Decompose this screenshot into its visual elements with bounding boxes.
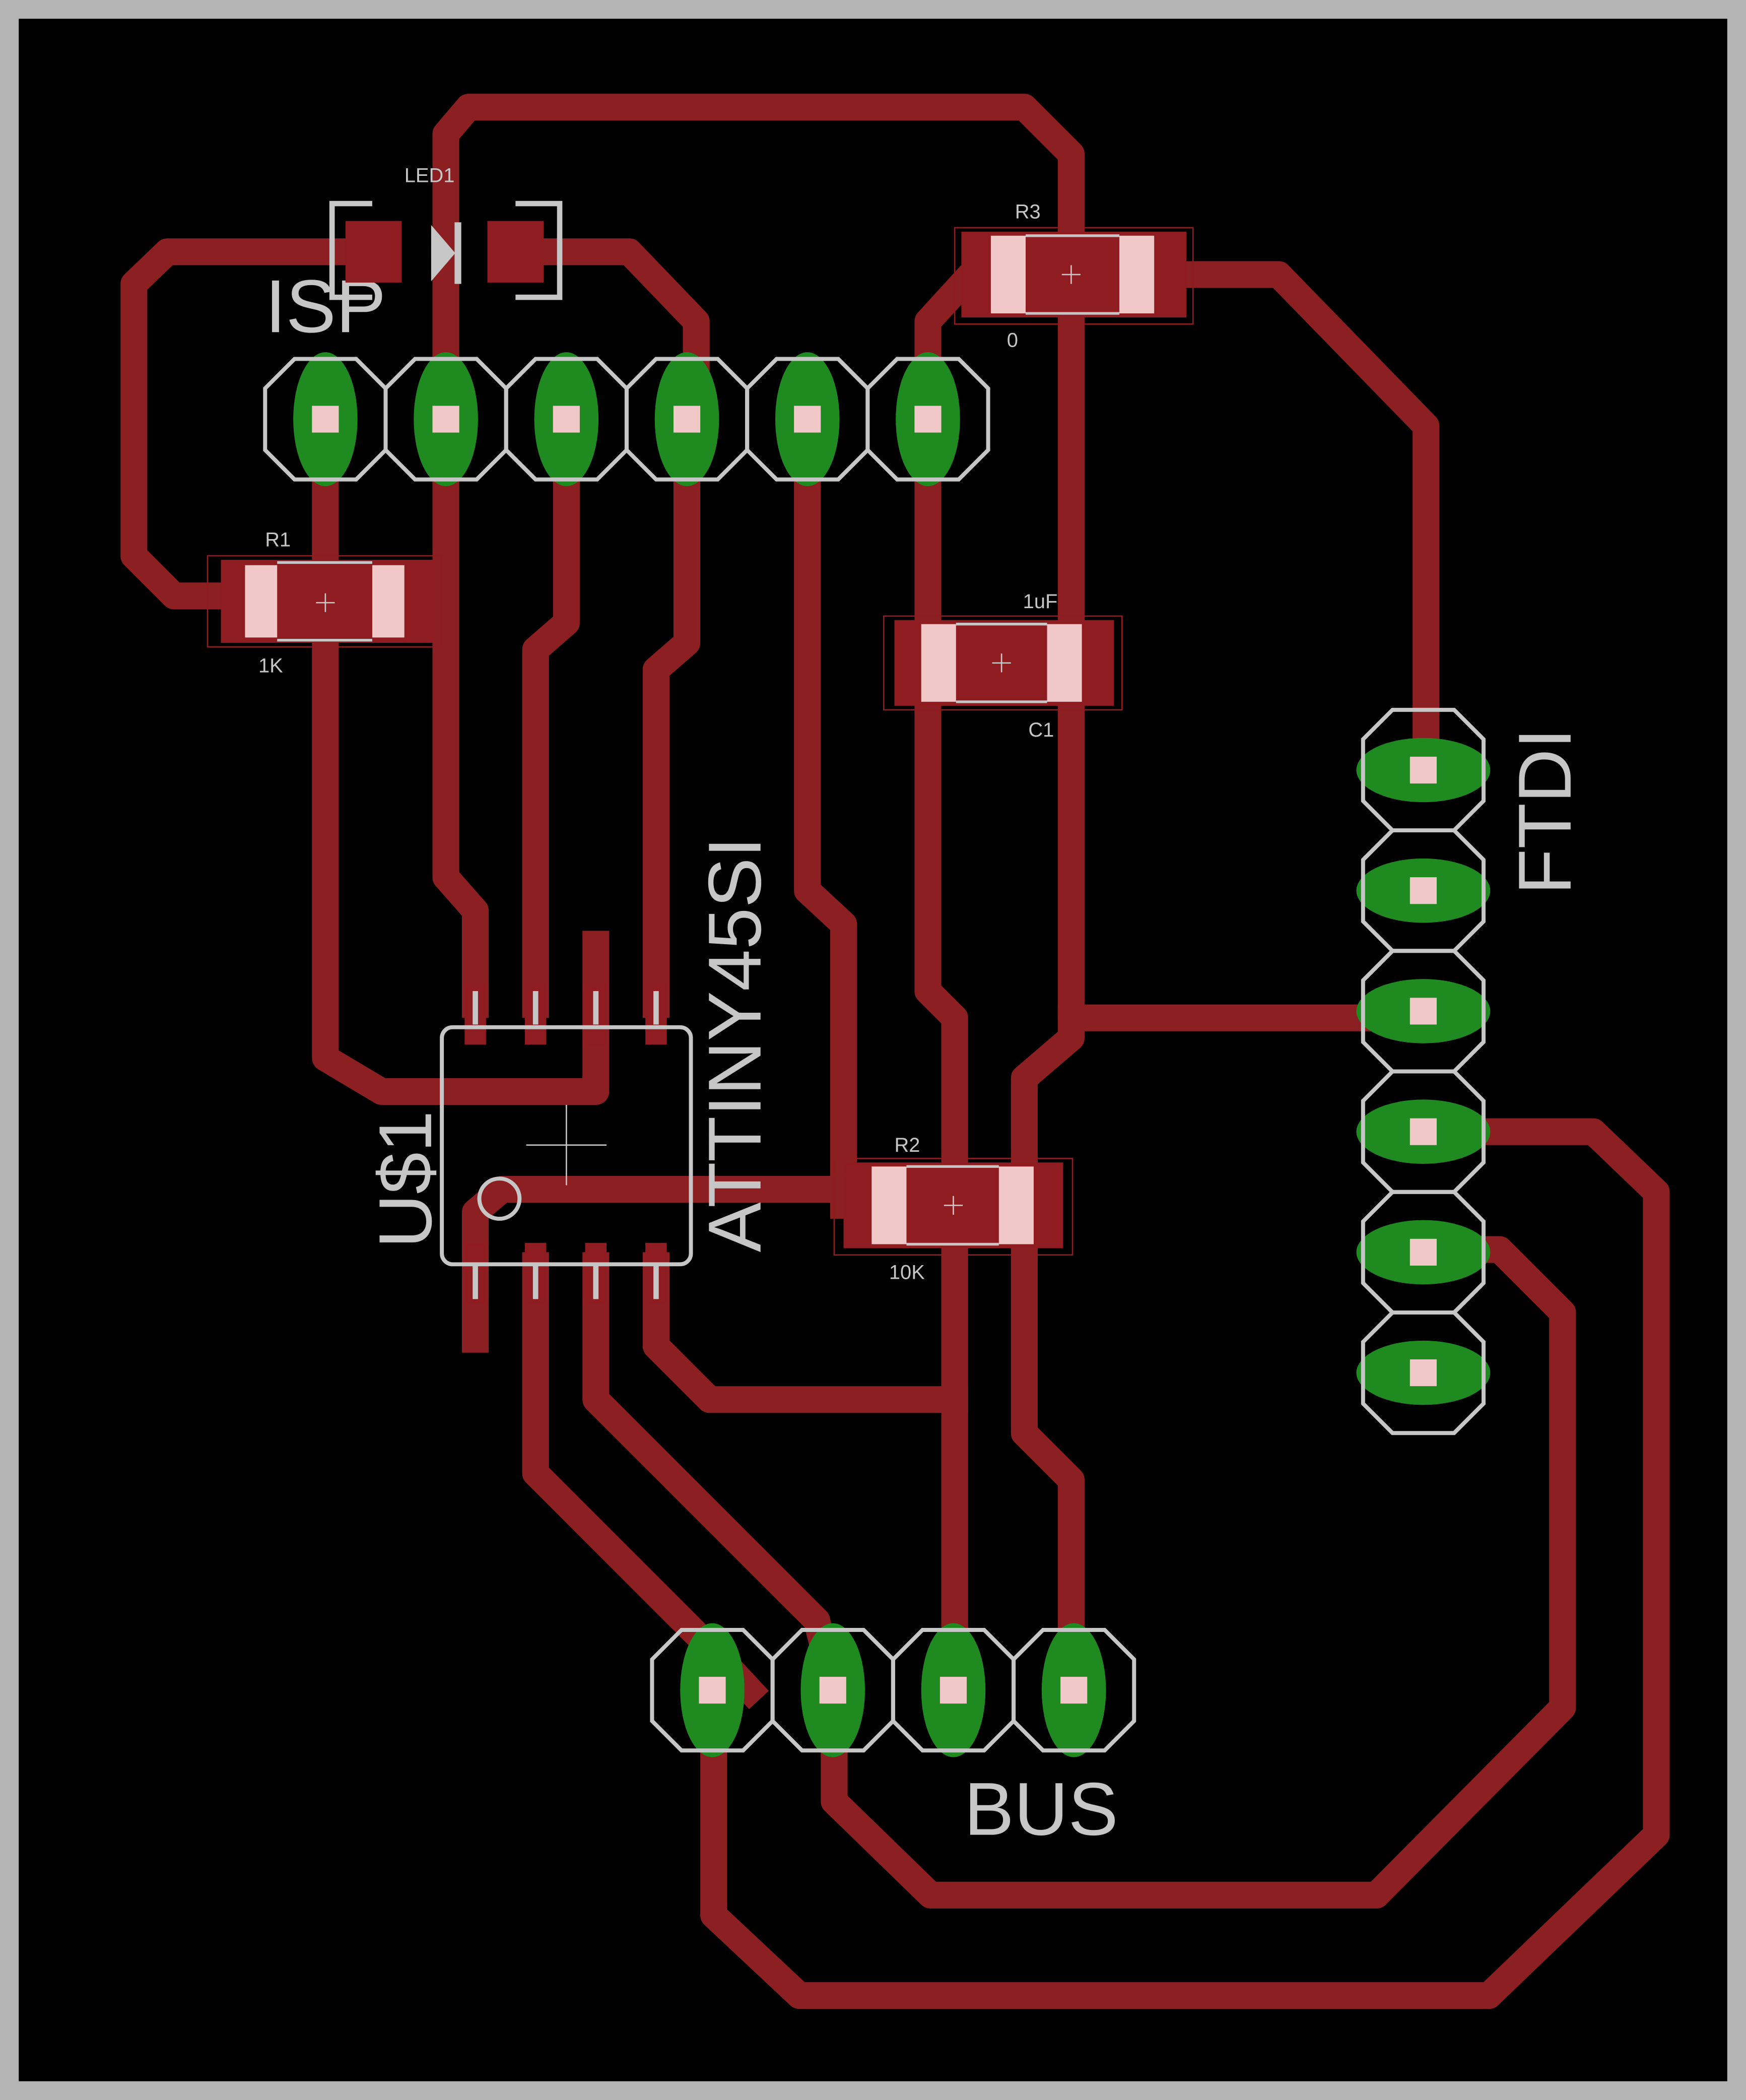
r1-label: R1 — [265, 529, 291, 551]
header-pin — [1356, 1190, 1491, 1315]
trace — [794, 406, 857, 1219]
trace — [522, 406, 580, 1018]
header-pin — [770, 1623, 895, 1757]
r2-value: 10K — [889, 1262, 925, 1284]
r2-label: R2 — [895, 1134, 920, 1156]
trace — [432, 406, 489, 1018]
header-pin — [1356, 1310, 1491, 1435]
r1-value: 1K — [258, 654, 283, 677]
header-pin — [383, 352, 508, 486]
r3: R3 0 — [954, 201, 1194, 351]
led1: LED1 — [329, 165, 563, 300]
header-pin — [1012, 1623, 1136, 1757]
attiny-label: ATTINY45SI — [693, 837, 777, 1252]
pin1-marker-icon — [477, 1176, 522, 1221]
bus-label: BUS — [964, 1767, 1118, 1851]
c1-value: 1uF — [1023, 590, 1058, 613]
u1-label: U$1 — [363, 1110, 447, 1248]
header-pin — [745, 352, 870, 486]
diode-symbol-icon — [431, 225, 455, 282]
ftdi-label: FTDI — [1503, 728, 1587, 895]
c1: 1uF C1 — [883, 590, 1123, 741]
r1: R1 1K — [207, 529, 443, 677]
trace — [642, 406, 701, 1018]
trace — [700, 1118, 1670, 2009]
u1-attiny45: ATTINY45SI U$1 — [363, 837, 777, 1303]
header-pin — [1356, 1069, 1491, 1194]
board-substrate — [19, 19, 1727, 2081]
header-pin — [504, 352, 629, 486]
trace — [1118, 261, 1440, 784]
header-pin — [263, 352, 388, 486]
c1-label: C1 — [1028, 719, 1054, 741]
header-pin — [891, 1623, 1016, 1757]
ftdi-header: FTDI — [1356, 707, 1587, 1435]
header-pin — [865, 352, 990, 486]
header-pin — [624, 352, 750, 486]
header-pin — [1356, 707, 1491, 833]
r3-label: R3 — [1015, 201, 1041, 223]
r3-value: 0 — [1007, 329, 1018, 351]
trace — [821, 1236, 1576, 1909]
led1-label: LED1 — [405, 165, 455, 187]
trace — [120, 238, 382, 610]
bus-header: BUS — [650, 1623, 1136, 1851]
header-pin — [650, 1623, 775, 1757]
trace — [642, 1252, 968, 1413]
r2: R2 10K — [833, 1134, 1073, 1284]
